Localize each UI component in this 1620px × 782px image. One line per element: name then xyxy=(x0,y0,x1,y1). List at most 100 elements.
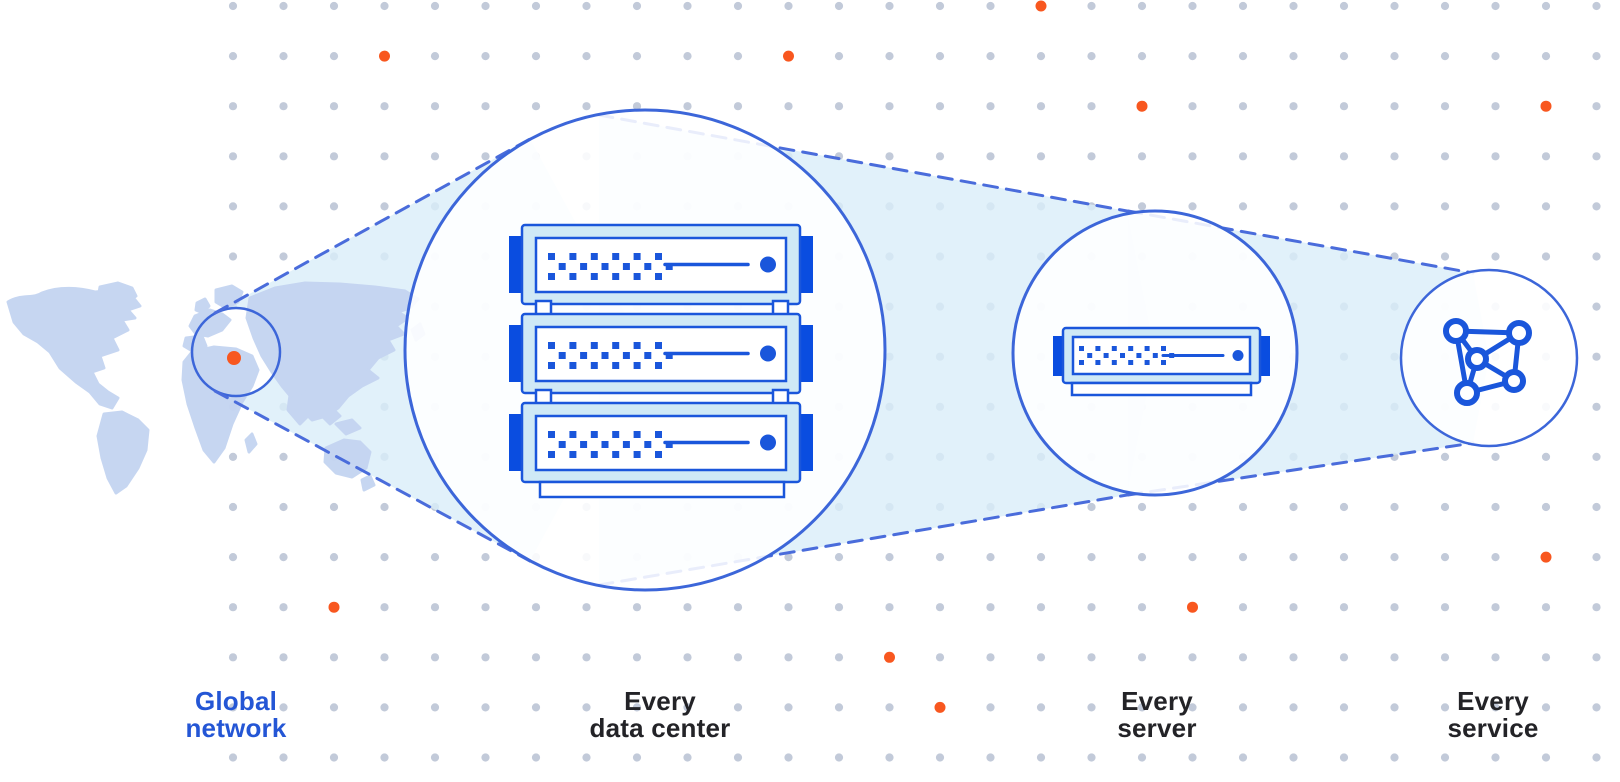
graph-node xyxy=(1454,380,1480,406)
grid-dot xyxy=(1036,553,1046,562)
grid-dot xyxy=(1390,703,1399,712)
grid-dot xyxy=(1440,703,1450,712)
rack-server-unit-1 xyxy=(509,223,813,306)
region-uk xyxy=(194,297,211,315)
grid-dot xyxy=(1592,352,1601,361)
grid-dot xyxy=(784,753,793,762)
grid-dot xyxy=(1137,753,1147,762)
grid-dot xyxy=(1289,1,1298,11)
grid-dot xyxy=(683,1,692,11)
grid-dot xyxy=(733,753,743,762)
grid-dot xyxy=(1390,102,1399,111)
grid-dot xyxy=(1592,402,1601,411)
grid-dot xyxy=(935,553,945,562)
grid-dot xyxy=(1137,52,1147,61)
grid-dot xyxy=(1339,102,1349,111)
rack-server-unit-2 xyxy=(509,312,813,395)
grid-dot xyxy=(784,102,793,111)
grid-dot xyxy=(582,1,591,11)
grid-dot xyxy=(430,553,440,562)
grid-dot xyxy=(935,753,945,762)
grid-dot xyxy=(1440,152,1450,161)
grid-dot xyxy=(1339,52,1349,61)
grid-dot xyxy=(1541,252,1551,261)
label-line: data center xyxy=(589,713,731,743)
grid-dot xyxy=(1592,502,1601,512)
grid-dot xyxy=(683,52,692,61)
grid-dot xyxy=(228,603,238,612)
grid-dot xyxy=(228,653,238,662)
grid-dot xyxy=(1440,202,1450,211)
grid-dot xyxy=(986,753,995,762)
grid-dot xyxy=(1390,1,1399,11)
grid-dot xyxy=(531,753,541,762)
grid-dot xyxy=(380,703,389,712)
location-dot xyxy=(227,351,241,365)
grid-dot xyxy=(1491,202,1500,211)
grid-dot xyxy=(885,1,894,11)
graph-node xyxy=(1502,369,1526,393)
grid-dot xyxy=(1137,502,1147,512)
grid-dot xyxy=(582,603,591,612)
grid-dot xyxy=(430,703,440,712)
grid-dot xyxy=(1036,603,1046,612)
grid-dot xyxy=(1390,653,1399,662)
grid-dot xyxy=(885,753,894,762)
grid-dot xyxy=(430,152,440,161)
grid-dot xyxy=(935,152,945,161)
grid-dot xyxy=(1087,653,1096,662)
grid-dot xyxy=(329,553,339,562)
region-india xyxy=(286,390,314,426)
grid-dot xyxy=(1036,753,1046,762)
grid-dot xyxy=(531,1,541,11)
grid-dot xyxy=(1390,152,1399,161)
grid-dot xyxy=(1592,202,1601,211)
grid-dot xyxy=(1541,1,1551,11)
grid-dot xyxy=(380,553,389,562)
label-every-server: Every server xyxy=(1017,688,1297,742)
grid-dot xyxy=(1036,703,1046,712)
grid-dot xyxy=(380,202,389,211)
grid-dot xyxy=(1592,102,1601,111)
grid-dot xyxy=(1491,603,1500,612)
grid-dot xyxy=(1137,152,1147,161)
grid-dot xyxy=(1238,52,1248,61)
grid-dot xyxy=(1390,202,1399,211)
grid-dot xyxy=(279,202,288,211)
label-line: Every xyxy=(1457,686,1529,716)
grid-dot xyxy=(834,653,844,662)
grid-dot xyxy=(228,502,238,512)
grid-dot xyxy=(1440,452,1450,461)
grid-dot xyxy=(582,102,591,111)
rack-server-unit-3 xyxy=(509,401,813,484)
grid-dot xyxy=(380,753,389,762)
grid-dot xyxy=(986,152,995,161)
grid-dot xyxy=(784,553,793,562)
grid-dot xyxy=(935,52,945,61)
grid-dot xyxy=(1238,152,1248,161)
grid-dot xyxy=(1592,603,1601,612)
grid-dot xyxy=(1036,653,1046,662)
grid-dot xyxy=(1440,753,1450,762)
grid-dot xyxy=(279,502,288,512)
grid-dot xyxy=(1087,1,1096,11)
grid-dot xyxy=(582,703,591,712)
region-malaysia xyxy=(316,406,342,426)
grid-dot xyxy=(1592,52,1601,61)
grid-dot xyxy=(228,252,238,261)
grid-dot xyxy=(481,553,490,562)
grid-dot xyxy=(1440,502,1450,512)
led-dither-pattern xyxy=(548,253,673,280)
continent-greenland xyxy=(96,281,138,308)
grid-dot xyxy=(1339,1,1349,11)
grid-dot xyxy=(1390,502,1399,512)
grid-dot xyxy=(632,1,642,11)
grid-dot xyxy=(733,603,743,612)
map-highlight-circle xyxy=(190,306,282,398)
grid-dot xyxy=(784,603,793,612)
grid-dot xyxy=(1440,653,1450,662)
grid-dot xyxy=(1440,102,1450,111)
grid-dot xyxy=(1541,152,1551,161)
grid-dot xyxy=(1289,502,1298,512)
grid-dot xyxy=(1087,603,1096,612)
